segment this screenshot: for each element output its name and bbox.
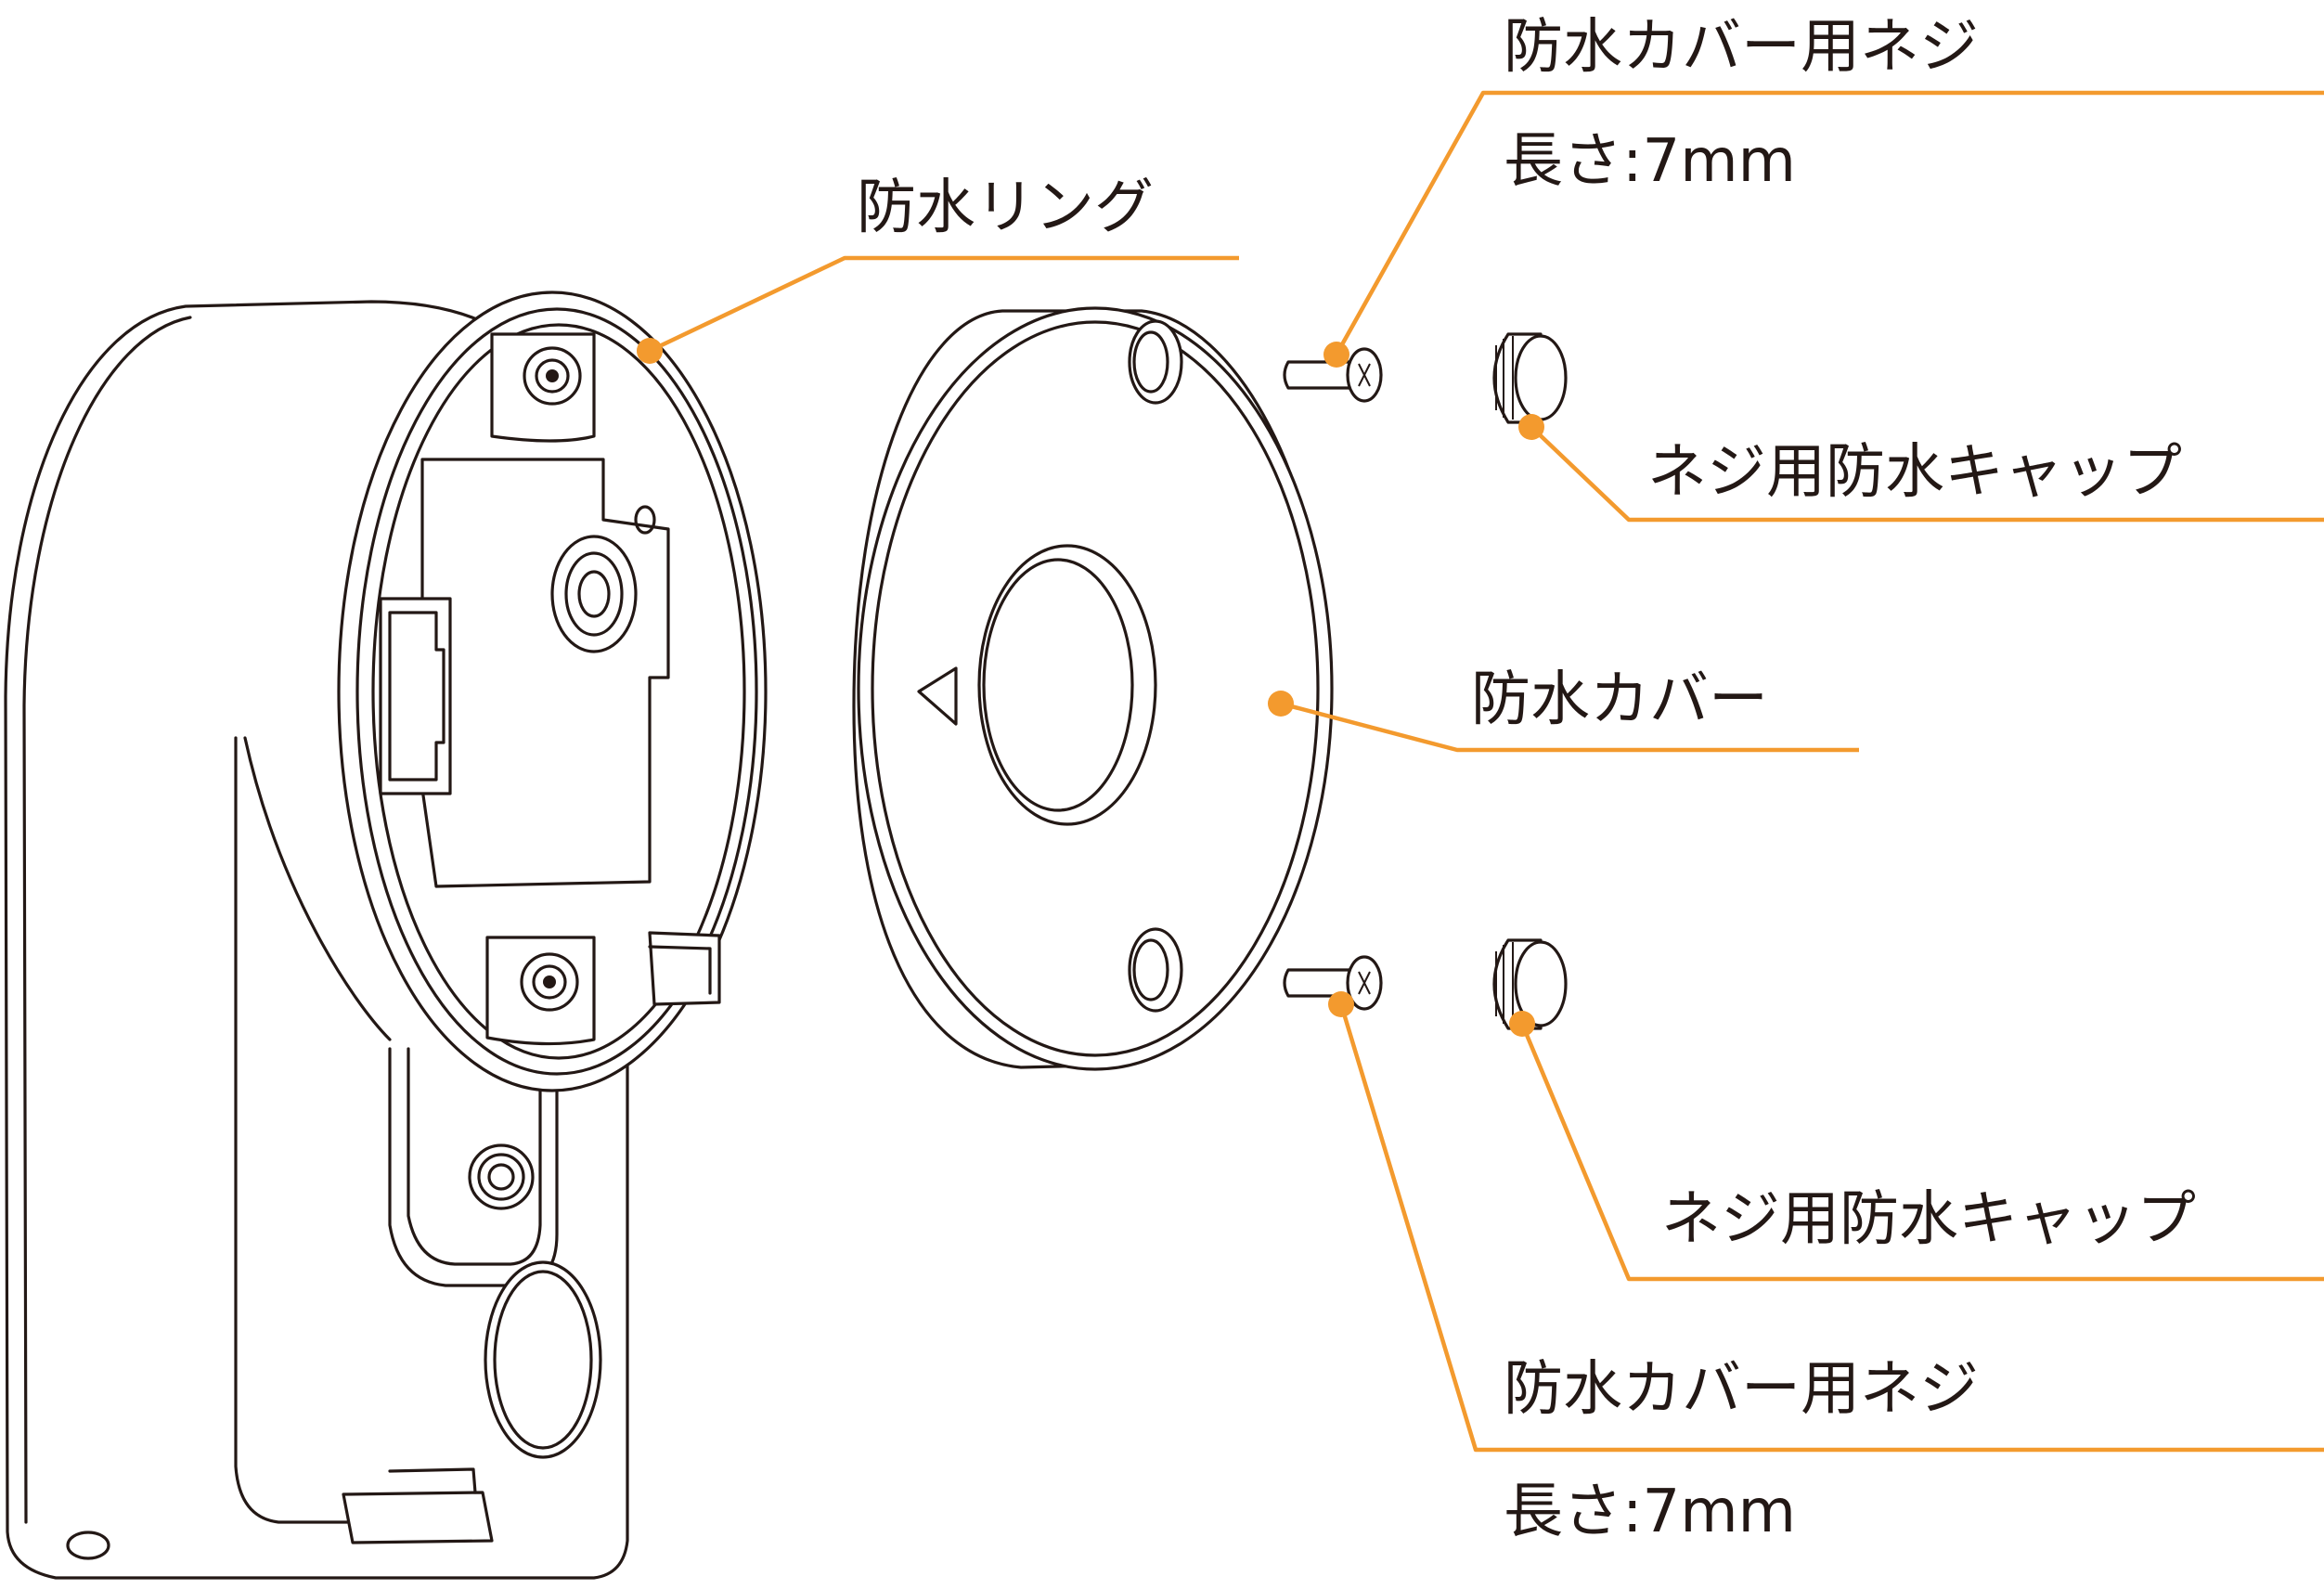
- lens-inner: [577, 570, 611, 618]
- lens-mid: [564, 551, 624, 637]
- camera-body-rim: [22, 316, 192, 1524]
- leader-ring-dot: [637, 338, 663, 364]
- side-clip: [648, 931, 721, 1006]
- leader-cap-top-dot: [1518, 414, 1544, 440]
- screw-top: [1283, 347, 1383, 403]
- bottom-screw-boss: [485, 936, 596, 1046]
- lan-port-inner: [388, 611, 445, 782]
- leader-cover-dot: [1268, 691, 1294, 717]
- leader-screw-bottom-dot: [1328, 991, 1354, 1017]
- bottom-port: [484, 1260, 602, 1459]
- label-cap-top: ネジ用防水キャップ: [1647, 438, 2182, 507]
- leader-cap-bottom-dot: [1509, 1011, 1535, 1037]
- cover-tab: [917, 666, 958, 726]
- label-cover-screw-bottom: 防水カバー用ネジ: [1504, 1355, 1979, 1424]
- waterproof-cover: [852, 306, 1334, 1071]
- bottom-latch: [342, 1491, 494, 1544]
- leader-cap-top: [1530, 425, 2324, 523]
- camera-bracket-inner: [407, 1038, 542, 1266]
- cover-bottom-screw-hole-inner: [1132, 938, 1169, 1001]
- cover-center-hole: [977, 544, 1157, 826]
- cover-top-screw-hole-inner: [1132, 330, 1169, 394]
- cover-top-screw-hole: [1128, 319, 1183, 405]
- label-waterproof-cover: 防水カバー: [1471, 665, 1768, 734]
- camera-body-groove: [234, 736, 392, 1524]
- lan-port: [379, 597, 452, 795]
- cover-front-rim: [871, 320, 1320, 1057]
- bottom-latch-top: [388, 1467, 477, 1494]
- label-cover-screw-top: 防水カバー用ネジ: [1504, 13, 1979, 82]
- label-waterproof-ring: 防水リング: [857, 174, 1154, 242]
- cover-center-hole-inner: [982, 558, 1134, 812]
- camera-body-curve: [243, 736, 392, 1041]
- leader-ring: [649, 255, 1239, 354]
- side-clip-inner: [648, 945, 712, 995]
- tripod-nut-hole: [487, 1163, 515, 1191]
- label-cover-screw-top-length: 長さ:7mm: [1504, 127, 1796, 196]
- front-face-inner: [371, 323, 746, 1060]
- cap-bottom: [1492, 938, 1568, 1030]
- bottom-hole: [66, 1531, 110, 1560]
- tripod-nut-inner: [477, 1153, 525, 1201]
- leader-cover: [1280, 701, 1859, 753]
- inner-housing: [420, 458, 670, 888]
- bottom-port-inner: [493, 1270, 593, 1450]
- leader-screw-bottom: [1338, 1003, 2324, 1453]
- front-face-outer: [337, 291, 768, 1092]
- waterproof-ring: [355, 307, 758, 1076]
- cap-top: [1492, 332, 1568, 424]
- leader-screw-top: [1335, 90, 2324, 356]
- label-cover-screw-bottom-length: 長さ:7mm: [1504, 1478, 1796, 1546]
- indicator-hole: [634, 505, 656, 535]
- top-screw-boss: [490, 332, 596, 443]
- leader-cap-bottom: [1519, 1023, 2324, 1282]
- cover-bottom-screw-hole: [1128, 927, 1183, 1013]
- label-cap-bottom: ネジ用防水キャップ: [1661, 1185, 2196, 1254]
- leader-screw-top-dot: [1323, 342, 1349, 368]
- camera-body: [4, 291, 768, 1580]
